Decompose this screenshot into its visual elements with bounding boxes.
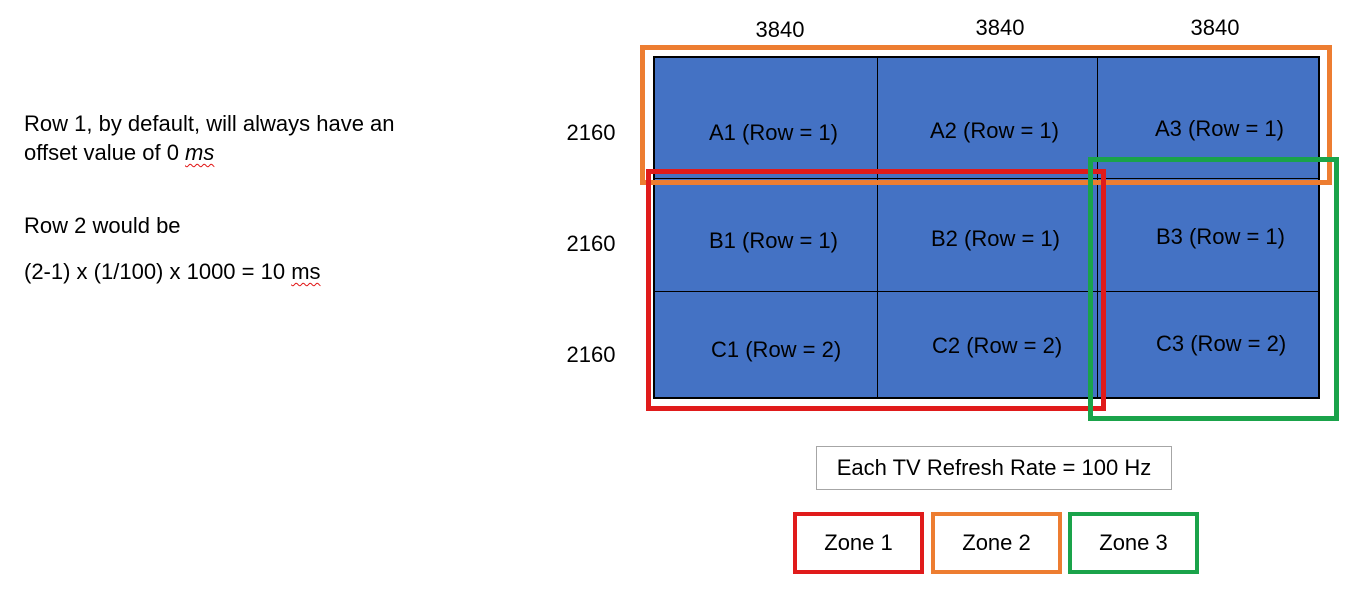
column-width-label-3: 3840 [1190,15,1240,40]
tv-wall-grid: A1 (Row = 1) A2 (Row = 1) A3 (Row = 1) B… [653,56,1320,399]
zone-1-legend-label: Zone 1 [824,530,893,555]
grid-divider-vertical-1 [877,58,878,397]
tv-tile-a2: A2 (Row = 1) [930,118,1059,143]
tv-tile-c1: C1 (Row = 2) [711,337,842,362]
row-height-label-1: 2160 [566,120,616,145]
refresh-rate-text: Each TV Refresh Rate = 100 Hz [836,455,1152,480]
note-row1-line2: offset value of 0 ms [24,138,214,167]
note-row1-line1: Row 1, by default, will always have an [24,111,395,136]
row-height-label-3: 2160 [566,342,616,367]
note-row1-line2-text: offset value of 0 [24,140,186,165]
tv-tile-b1: B1 (Row = 1) [709,228,838,253]
zone-1-legend: Zone 1 [793,512,924,574]
tv-tile-b3: B3 (Row = 1) [1156,224,1285,249]
column-width-label-1: 3840 [755,17,805,42]
note-formula-unit: ms [291,259,321,284]
row-height-label-2: 2160 [566,231,616,256]
tv-tile-c3: C3 (Row = 2) [1156,331,1287,356]
zone-2-legend: Zone 2 [931,512,1062,574]
tv-tile-a1: A1 (Row = 1) [709,120,838,145]
note-formula-text: (2-1) x (1/100) x 1000 = 10 [24,259,292,284]
zone-1-outline [646,169,1106,411]
grid-divider-horizontal-1 [655,178,1318,179]
grid-divider-horizontal-2 [655,291,1318,292]
note-row2: Row 2 would be [24,213,181,238]
zone-2-outline [640,45,1332,185]
zone-3-outline [1088,157,1339,421]
tv-tile-c2: C2 (Row = 2) [932,333,1063,358]
refresh-rate-label: Each TV Refresh Rate = 100 Hz [816,446,1172,490]
tv-tile-b2: B2 (Row = 1) [931,226,1060,251]
zone-3-legend-label: Zone 3 [1099,530,1168,555]
zone-3-legend: Zone 3 [1068,512,1199,574]
column-width-label-2: 3840 [975,15,1025,40]
zone-2-legend-label: Zone 2 [962,530,1031,555]
note-formula: (2-1) x (1/100) x 1000 = 10 ms [24,257,321,286]
note-unit-ms: ms [185,140,215,165]
tv-tile-a3: A3 (Row = 1) [1155,116,1284,141]
grid-divider-vertical-2 [1097,58,1098,397]
